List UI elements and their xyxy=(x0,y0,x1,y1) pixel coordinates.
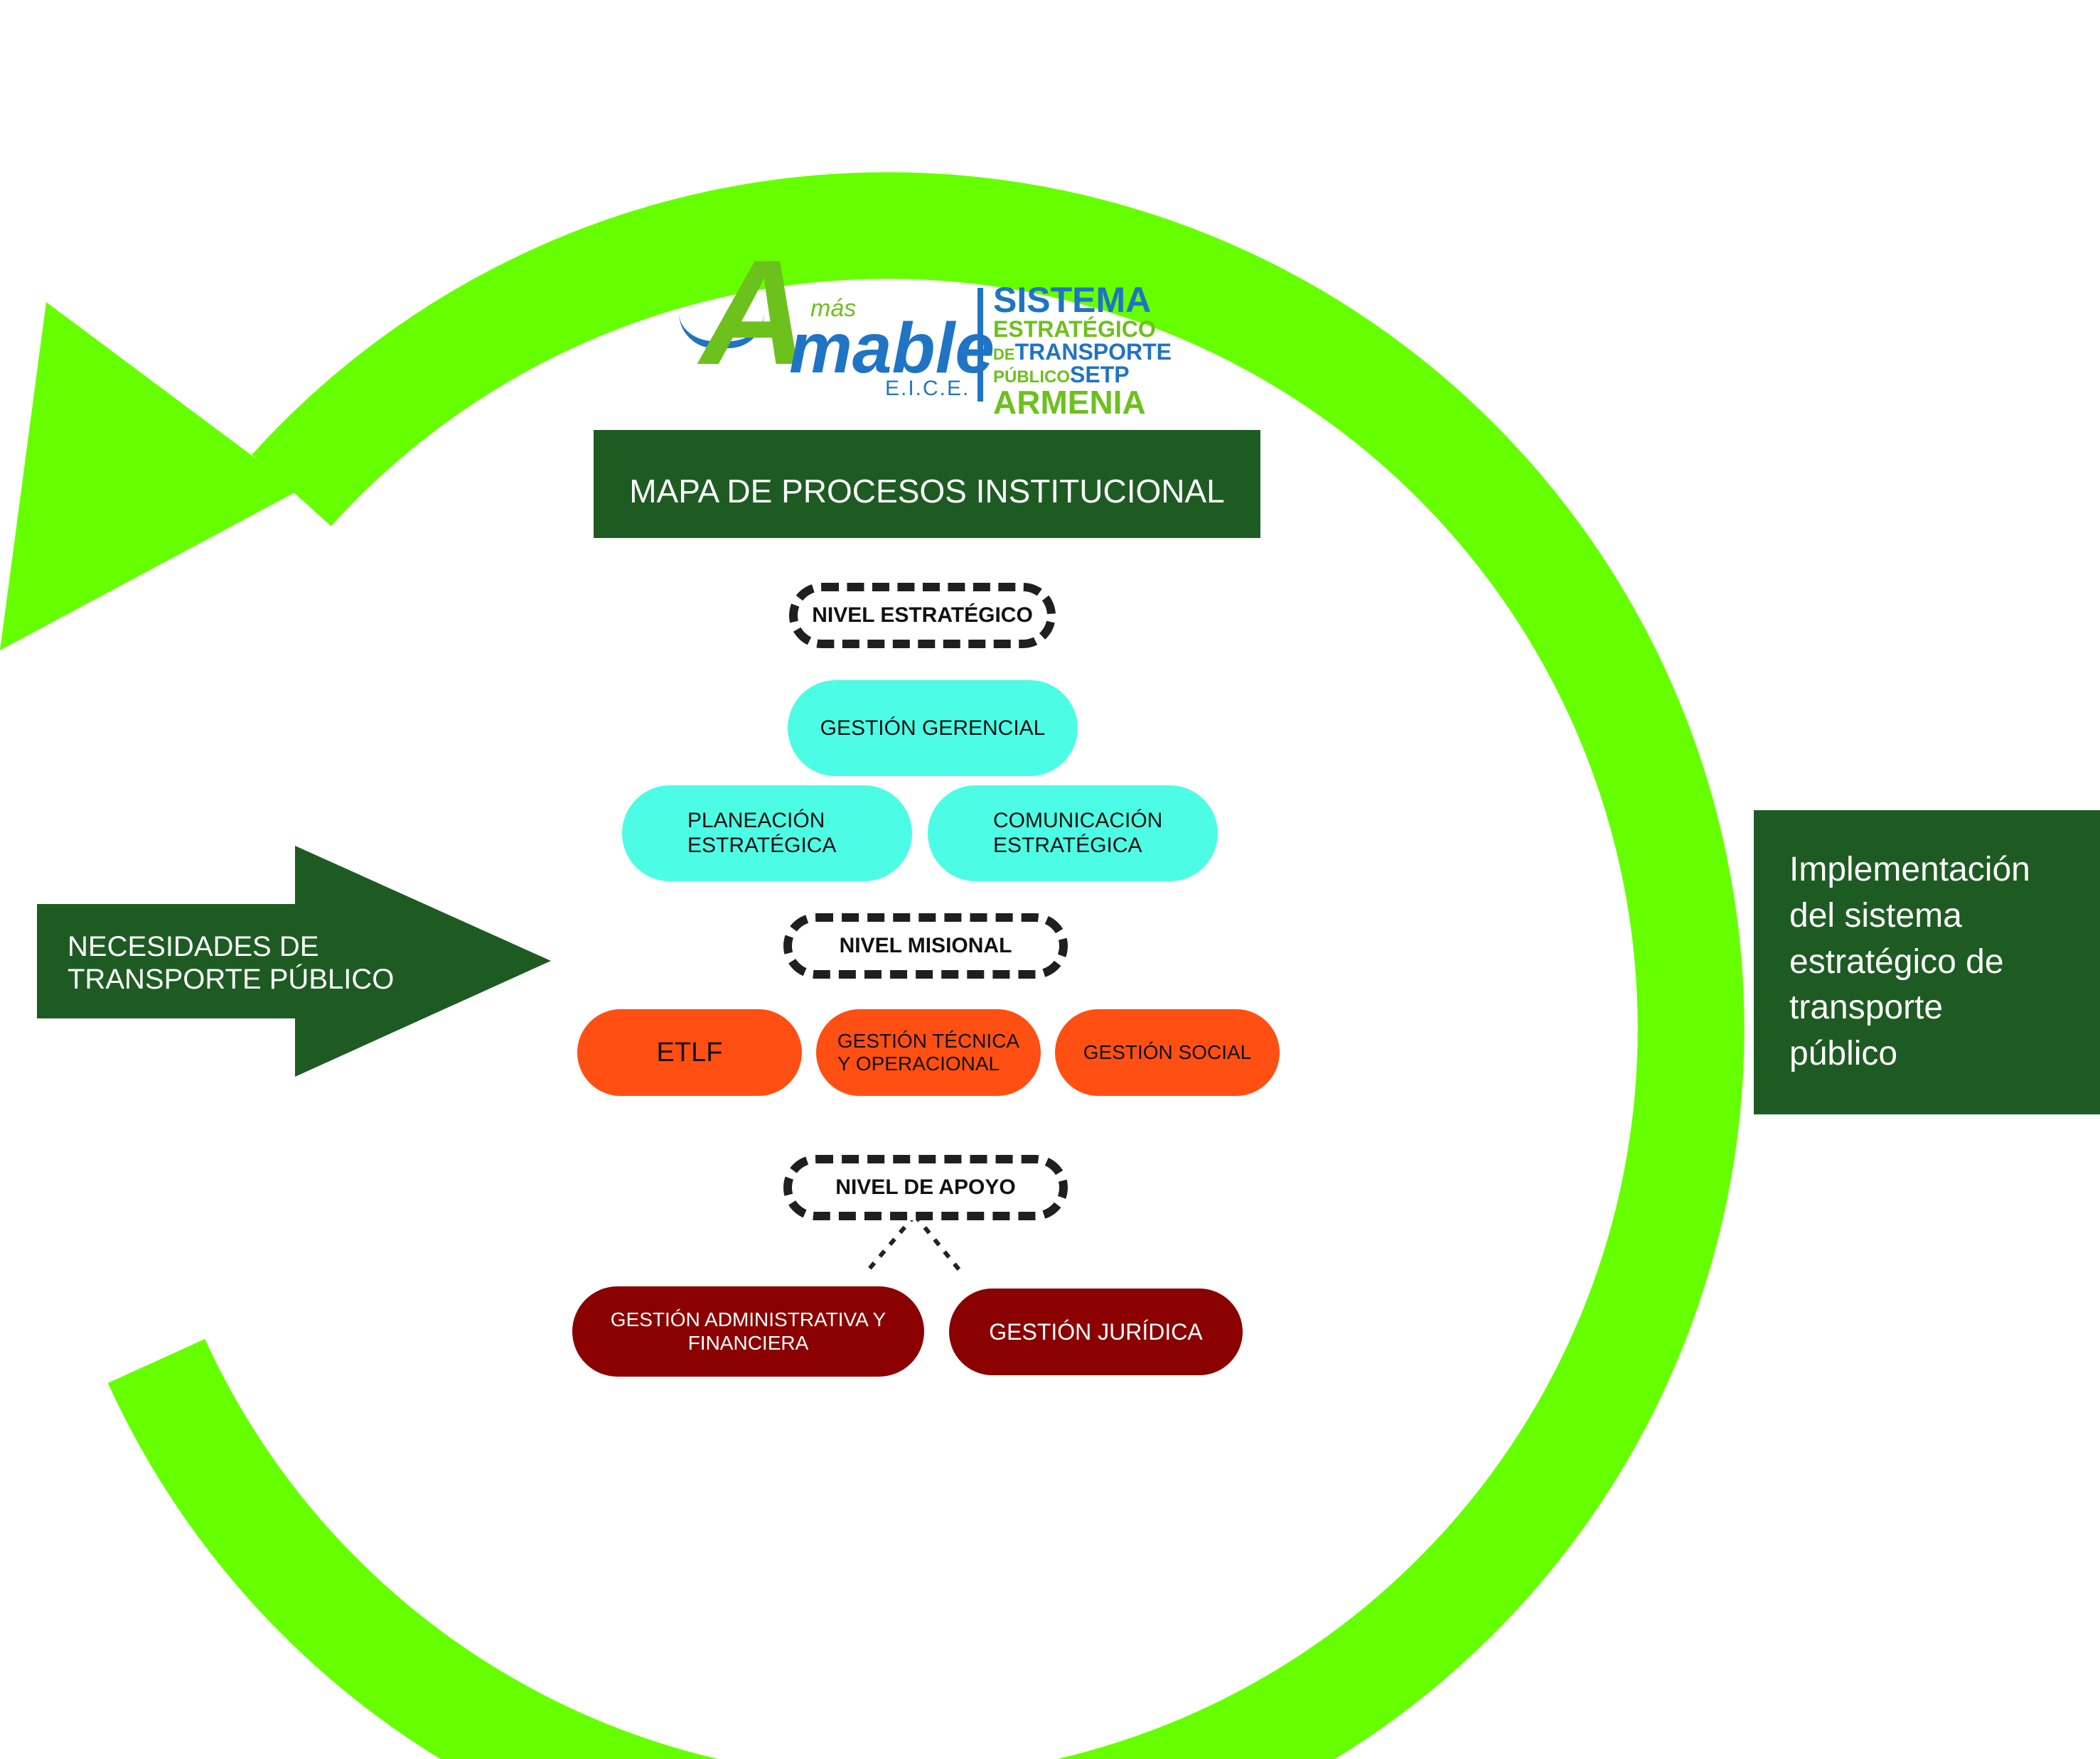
logo-armenia: ARMENIA xyxy=(993,384,1146,421)
logo-mas: más xyxy=(810,295,857,322)
page-title: MAPA DE PROCESOS INSTITUCIONAL xyxy=(594,430,1260,538)
comunicacion-line2: ESTRATÉGICA xyxy=(993,833,1142,857)
output-line2: del sistema xyxy=(1789,896,1962,935)
logo-text-block: SISTEMA ESTRATÉGICO DETRANSPORTE PÚBLICO… xyxy=(993,282,1172,419)
logo-divider xyxy=(977,288,983,402)
level-strategic-text: NIVEL ESTRATÉGICO xyxy=(812,603,1033,627)
process-gestion-gerencial-label: GESTIÓN GERENCIAL xyxy=(820,716,1046,740)
level-support-label: NIVEL DE APOYO xyxy=(783,1155,1068,1220)
output-line1: Implementación xyxy=(1789,851,2030,888)
output-line3: estratégico de xyxy=(1789,942,2004,981)
process-gestion-juridica: GESTIÓN JURÍDICA xyxy=(949,1289,1243,1375)
logo-sistema: SISTEMA xyxy=(993,280,1152,320)
logo-publico-setp: PÚBLICOSETP xyxy=(993,363,1172,386)
logo-mable: mable xyxy=(789,308,995,388)
level-strategic-label: NIVEL ESTRATÉGICO xyxy=(789,583,1056,648)
administrativa-line1: GESTIÓN ADMINISTRATIVA Y xyxy=(610,1308,886,1331)
process-etlf: ETLF xyxy=(577,1009,802,1096)
output-line4: transporte xyxy=(1789,989,1944,1027)
process-comunicacion-estrategica: COMUNICACIÓN ESTRATÉGICA xyxy=(928,785,1218,881)
logo-de-transporte: DETRANSPORTE xyxy=(993,340,1172,363)
logo-estrategico: ESTRATÉGICO xyxy=(993,316,1156,342)
output-line5: público xyxy=(1789,1035,1898,1073)
process-gestion-administrativa: GESTIÓN ADMINISTRATIVA Y FINANCIERA xyxy=(572,1286,924,1377)
input-arrow-line2: TRANSPORTE PÚBLICO xyxy=(68,964,395,995)
input-arrow-line1: NECESIDADES DE xyxy=(68,931,319,962)
level-support-text: NIVEL DE APOYO xyxy=(835,1176,1016,1199)
level-missional-text: NIVEL MISIONAL xyxy=(839,934,1012,957)
process-gestion-social: GESTIÓN SOCIAL xyxy=(1055,1009,1280,1096)
page-title-text: MAPA DE PROCESOS INSTITUCIONAL xyxy=(629,473,1225,510)
planeacion-line1: PLANEACIÓN xyxy=(687,809,825,832)
tecnica-line2: Y OPERACIONAL xyxy=(837,1053,1000,1075)
logo-big-a: A xyxy=(700,229,808,396)
process-gestion-juridica-label: GESTIÓN JURÍDICA xyxy=(989,1318,1203,1345)
output-box: Implementación del sistema estratégico d… xyxy=(1754,810,2100,1114)
process-gestion-tecnica: GESTIÓN TÉCNICA Y OPERACIONAL xyxy=(816,1009,1041,1096)
logo-setp: SETP xyxy=(1070,362,1130,387)
process-etlf-label: ETLF xyxy=(656,1037,723,1067)
logo-publico: PÚBLICO xyxy=(993,367,1070,387)
process-gestion-gerencial: GESTIÓN GERENCIAL xyxy=(788,680,1078,776)
level-missional-label: NIVEL MISIONAL xyxy=(783,913,1068,979)
logo-swoosh xyxy=(679,313,764,348)
logo-de: DE xyxy=(993,345,1015,363)
logo-eice: E.I.C.E. xyxy=(885,377,970,400)
input-arrow-shape xyxy=(37,846,551,1077)
process-gestion-social-label: GESTIÓN SOCIAL xyxy=(1083,1041,1252,1063)
comunicacion-line1: COMUNICACIÓN xyxy=(993,809,1163,832)
input-arrow-label: NECESIDADES DE TRANSPORTE PÚBLICO xyxy=(68,924,466,1002)
process-planeacion-estrategica: PLANEACIÓN ESTRATÉGICA xyxy=(622,785,912,881)
amable-logo: A más mable E.I.C.E. SISTEMA ESTRATÉGICO… xyxy=(672,238,1184,419)
cycle-ring xyxy=(107,172,1745,1759)
administrativa-line2: FINANCIERA xyxy=(687,1331,809,1354)
planeacion-line2: ESTRATÉGICA xyxy=(687,833,837,857)
tecnica-line1: GESTIÓN TÉCNICA xyxy=(837,1029,1020,1052)
cycle-arrowhead xyxy=(0,302,299,650)
support-connector-left xyxy=(867,1214,917,1270)
logo-transporte: TRANSPORTE xyxy=(1014,339,1172,365)
support-connector-right xyxy=(913,1214,963,1274)
